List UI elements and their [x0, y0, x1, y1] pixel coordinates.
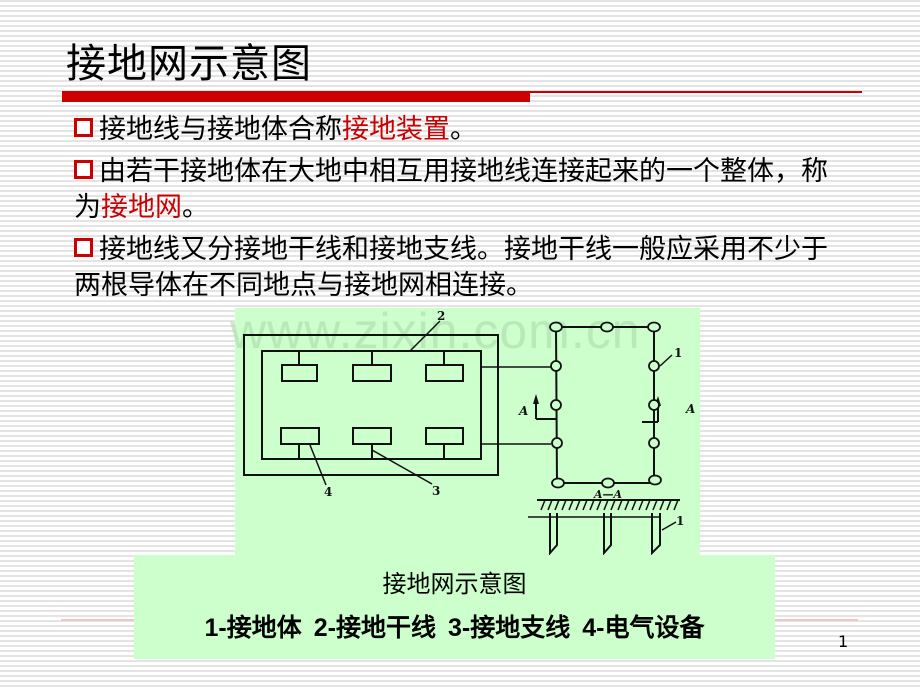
label-4: 4: [324, 485, 332, 499]
highlight-term: 接地网: [101, 192, 182, 223]
figure-caption: 接地网示意图 1-接地体 2-接地干线 3-接地支线 4-电气设备: [134, 555, 775, 659]
label-1-top: 1: [674, 346, 682, 360]
label-section-a-right: A: [685, 402, 695, 416]
highlight-term: 接地装置: [342, 114, 450, 145]
bullet-item: 接地线又分接地干线和接地支线。接地干线一般应采用不少于两根导体在不同地点与接地网…: [74, 232, 854, 304]
caption-legend: 1-接地体 2-接地干线 3-接地支线 4-电气设备: [134, 612, 775, 644]
bullet-item: 接地线与接地体合称接地装置。: [74, 112, 854, 148]
legend-item: 4-电气设备: [582, 614, 705, 642]
legend-item: 3-接地支线: [448, 614, 571, 642]
bullet-list: 接地线与接地体合称接地装置。 由若干接地体在大地中相互用接地线连接起来的一个整体…: [74, 112, 854, 310]
title-underline-thin: [530, 91, 862, 93]
label-2: 2: [437, 309, 445, 323]
label-3: 3: [432, 484, 440, 498]
slide-title: 接地网示意图: [66, 41, 312, 87]
label-section-a-left: A: [518, 404, 528, 418]
bullet-item: 由若干接地体在大地中相互用接地线连接起来的一个整体，称为接地网。: [74, 154, 854, 226]
footer-divider-right: [775, 619, 858, 621]
bullet-text: 接地线与接地体合称: [99, 114, 342, 145]
legend-item: 1-接地体: [204, 614, 302, 642]
label-1-bottom: 1: [676, 514, 684, 528]
inner-rect: [261, 350, 482, 460]
footer-divider-left: [61, 619, 135, 621]
grounding-electrode-nodes: [549, 321, 662, 489]
caption-title: 接地网示意图: [382, 570, 527, 598]
square-bullet-icon: [74, 160, 93, 179]
bullet-text: 。: [182, 192, 209, 223]
page-number: 1: [838, 632, 849, 651]
label-section-view: A—A: [593, 488, 623, 501]
ground-hatching: [540, 499, 679, 511]
bullet-text: 。: [450, 114, 477, 145]
bullet-text: 由若干接地体在大地中相互用接地线连接起来的一个整体，称为: [74, 156, 828, 223]
square-bullet-icon: [74, 238, 93, 257]
title-underline-thick: [62, 91, 530, 102]
bullet-text: 接地线又分接地干线和接地支线。接地干线一般应采用不少于两根导体在不同地点与接地网…: [74, 234, 828, 301]
outer-trunk-rect: [243, 334, 499, 476]
legend-item: 2-接地干线: [313, 614, 436, 642]
square-bullet-icon: [74, 118, 93, 137]
